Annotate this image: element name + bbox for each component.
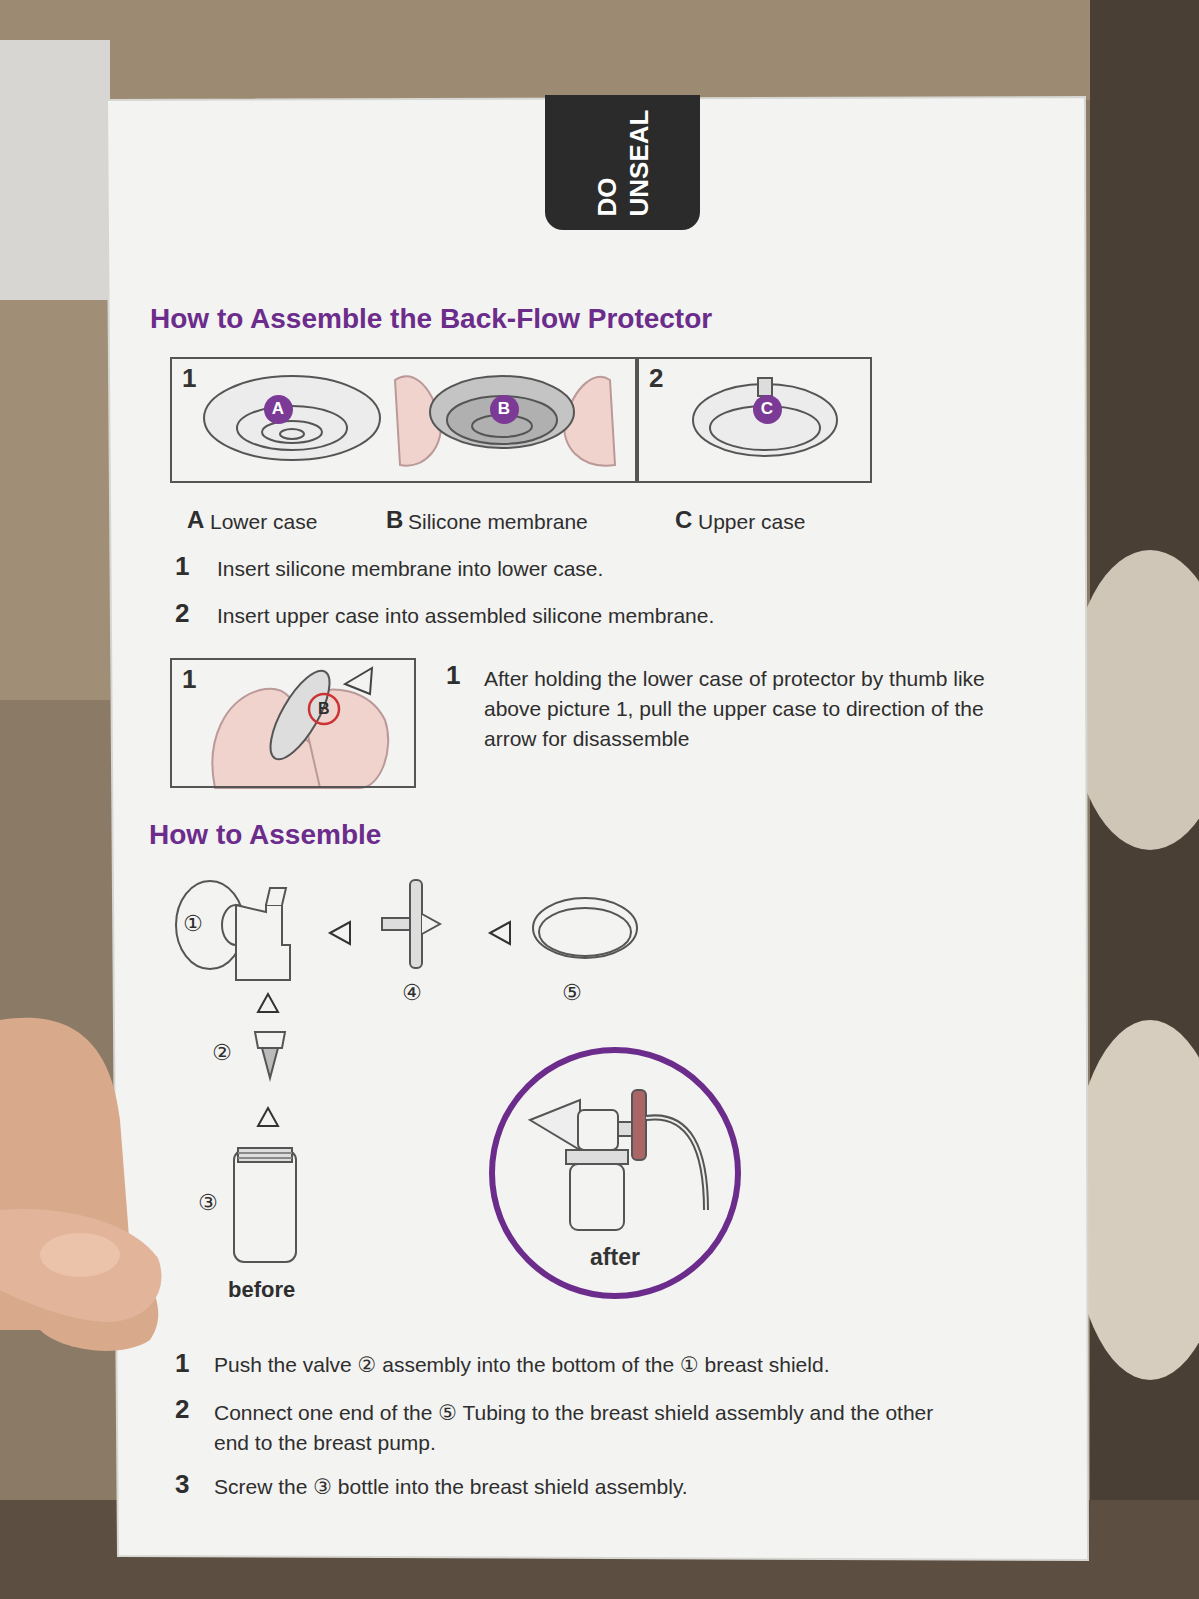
state-label: after <box>590 1244 640 1272</box>
step-text: Screw the ③ bottle into the breast shiel… <box>214 1474 688 1499</box>
part-letter: A <box>187 506 204 535</box>
part-letter: C <box>675 506 692 535</box>
part-letter: B <box>386 506 403 535</box>
marker-letter: A <box>272 399 284 419</box>
assembled-pump-drawing <box>530 1090 706 1230</box>
section-heading: How to Assemble the Back-Flow Protector <box>150 302 712 336</box>
holding-hand <box>0 1018 161 1351</box>
step-text: Insert upper case into assembled silicon… <box>217 603 714 628</box>
callout-number: ③ <box>198 1190 218 1216</box>
figure-panel: 2C <box>637 357 872 483</box>
figure-panel: 1 <box>170 658 416 788</box>
marker-letter: C <box>761 399 773 419</box>
part-letter: B <box>318 699 330 718</box>
step-number: 1 <box>175 551 189 582</box>
step-number: 1 <box>446 660 460 691</box>
step-text: After holding the lower case of protecto… <box>484 664 1004 754</box>
step-text: Push the valve ② assembly into the botto… <box>214 1352 829 1377</box>
panel-number: 2 <box>649 363 663 394</box>
rotated-text: DOUNSEAL <box>591 109 655 216</box>
step-text: Insert silicone membrane into lower case… <box>217 556 603 581</box>
tab-text: UNSEAL <box>623 109 655 216</box>
disassemble-drawing <box>212 663 388 788</box>
after-circle: after <box>488 1046 742 1300</box>
step-number: 2 <box>175 598 189 629</box>
step-number: 3 <box>175 1469 189 1500</box>
section-heading: How to Assemble <box>149 818 381 852</box>
seal-tab: DOUNSEAL <box>545 95 700 230</box>
panel-1-drawings <box>204 376 837 466</box>
state-label: before <box>228 1277 295 1303</box>
figure-panel: 1A B <box>170 357 637 483</box>
step-number: 2 <box>175 1394 189 1425</box>
callout-number: ④ <box>402 980 422 1006</box>
part-name: Silicone membrane <box>408 509 588 534</box>
callout-number: ② <box>212 1040 232 1066</box>
callout-number: ① <box>183 911 203 937</box>
step-number: 1 <box>175 1348 189 1379</box>
step-text: Connect one end of the ⑤ Tubing to the b… <box>214 1398 974 1458</box>
panel-number: 1 <box>182 363 196 394</box>
callout-number: ⑤ <box>562 980 582 1006</box>
part-marker: A <box>264 395 293 424</box>
part-marker: C <box>753 395 782 424</box>
circle-line <box>492 1050 738 1296</box>
part-name: Lower case <box>210 509 317 534</box>
part-marker: B <box>490 395 519 424</box>
tab-text: DO <box>591 109 623 216</box>
panel-number: 1 <box>182 664 196 695</box>
printed-card <box>107 97 1088 1560</box>
marker-letter: B <box>498 399 510 419</box>
part-name: Upper case <box>698 509 805 534</box>
parts-drawing <box>176 880 637 1262</box>
